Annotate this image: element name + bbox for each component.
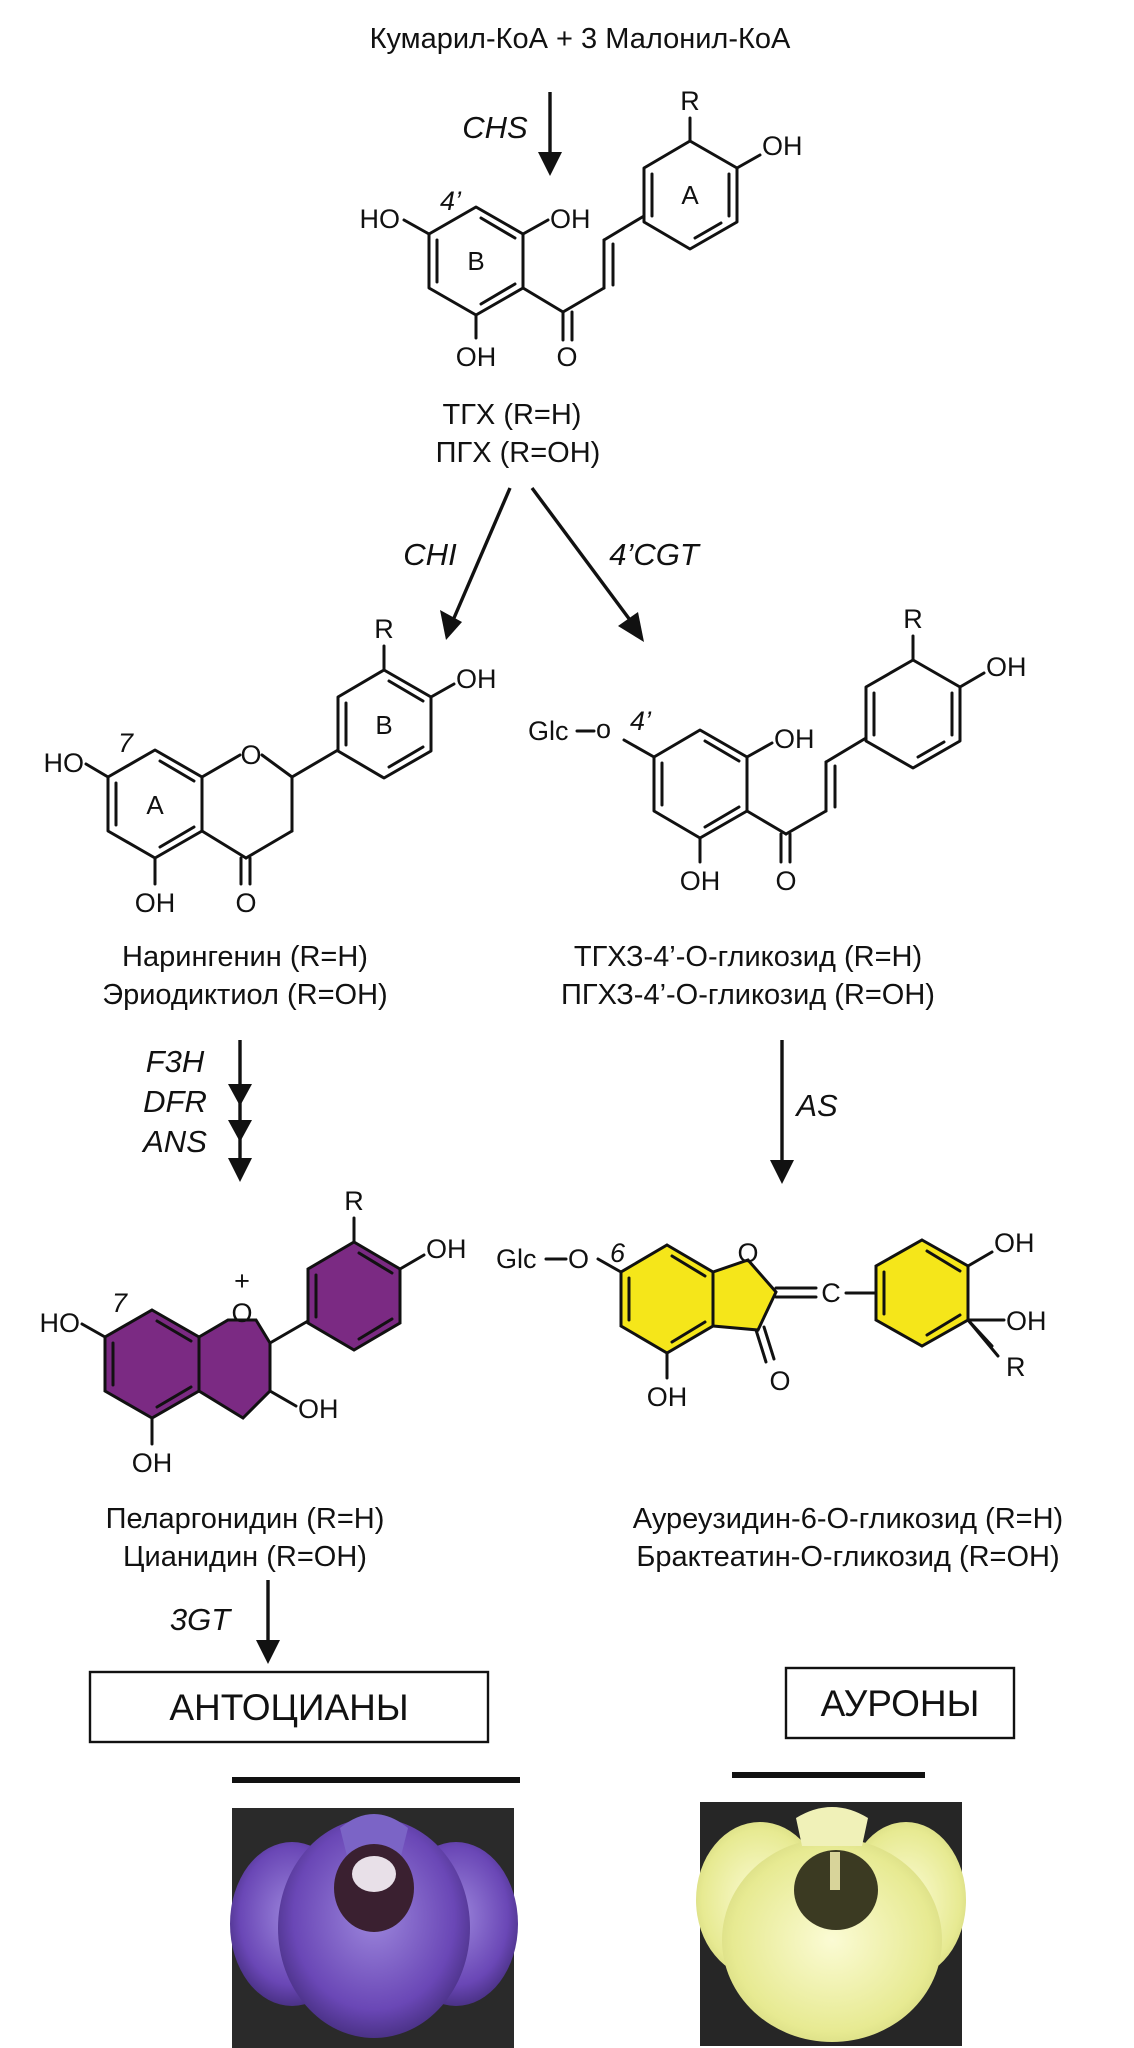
aurone-o-link-label: O [568, 1244, 589, 1274]
aurones-box-label: АУРОНЫ [821, 1683, 980, 1724]
glycoside-o-link-label: o [596, 714, 611, 744]
anthocyanidin-name-line1: Пеларгонидин (R=H) [106, 1503, 385, 1535]
anthocyanidin-oh-b-label: OH [426, 1234, 467, 1264]
aurone-position-label: 6 [610, 1238, 626, 1268]
aurone-oh-right-label: OH [1006, 1306, 1047, 1336]
aurone-keto-o-label: O [769, 1366, 790, 1396]
chalcone-oh-a-label: OH [762, 131, 803, 161]
chalcone-r-label: R [680, 86, 700, 116]
flavanone-position-label: 7 [118, 728, 134, 758]
enzyme-as-label: AS [794, 1088, 838, 1123]
enzyme-chs-label: CHS [462, 110, 528, 145]
glycoside-keto-o-label: O [775, 866, 796, 896]
arrow-4cgt [530, 486, 644, 642]
glycoside-oh-bottom-label: OH [680, 866, 721, 896]
anthocyanidin-position-label: 7 [112, 1288, 128, 1318]
chalcone-oh-bottom-label: OH [456, 342, 497, 372]
flavanone-name-line2: Эриодиктиол (R=OH) [102, 979, 387, 1011]
glycoside-oh-top-label: OH [774, 724, 815, 754]
anthocyanidin-ring-o-label: O [231, 1298, 252, 1328]
chalcone-name-line2: ПГХ (R=OH) [436, 437, 601, 469]
chalcone-ring-b-label: B [467, 246, 484, 276]
flavanone-r-label: R [374, 614, 394, 644]
aurone-structure [596, 1238, 1006, 1380]
anthocyanidin-plus-label: + [234, 1266, 250, 1296]
flavanone-ring-a-label: A [146, 790, 164, 820]
chalcone-position-label: 4’ [440, 186, 462, 216]
anthocyanidin-structure [80, 1216, 426, 1446]
glycoside-position-label: 4’ [630, 706, 652, 736]
enzyme-4cgt-label: 4’CGT [609, 537, 701, 572]
aurone-exo-c-label: C [821, 1278, 841, 1308]
yellow-flower-photo [696, 1802, 966, 2046]
glycoside-oh-b-label: OH [986, 652, 1027, 682]
anthocyanidin-r-label: R [344, 1186, 364, 1216]
chalcone-name-line1: ТГХ (R=H) [443, 399, 582, 431]
flavanone-structure [84, 644, 456, 886]
aurone-glc-label: Glc [496, 1244, 537, 1274]
arrow-f3h-dfr-ans [228, 1040, 252, 1182]
flavanone-keto-o-label: O [235, 888, 256, 918]
anthocyanidin-ho-label: HO [40, 1308, 81, 1338]
anthocyanidin-oh-c-label: OH [298, 1394, 339, 1424]
anthocyanidin-ring-a [103, 1308, 201, 1420]
glycoside-r-label: R [903, 604, 923, 634]
flavanone-ho-label: HO [44, 748, 85, 778]
aurone-r-label: R [1006, 1352, 1026, 1382]
aurone-name-line2: Брактеатин-О-гликозид (R=OH) [636, 1541, 1059, 1573]
glycoside-name-line2: ПГХЗ-4’-О-гликозид (R=OH) [561, 979, 935, 1011]
aurone-oh-bottom-label: OH [647, 1382, 688, 1412]
anthocyanidin-ring-c [197, 1318, 272, 1420]
glycoside-glc-label: Glc [528, 716, 569, 746]
chalcone-ho-label: HO [360, 204, 401, 234]
aurone-furanone-ring [711, 1258, 778, 1332]
flavanone-oh-b-label: OH [456, 664, 497, 694]
aurone-b-ring [874, 1238, 970, 1348]
enzyme-f3h-label: F3H [146, 1044, 205, 1079]
chalcone-keto-o-label: O [556, 342, 577, 372]
flavanone-oh-bottom-label: OH [135, 888, 176, 918]
chalcone-oh-top-label: OH [550, 204, 591, 234]
arrow-chi [440, 487, 512, 640]
enzyme-dfr-label: DFR [143, 1084, 207, 1119]
arrow-as [770, 1040, 794, 1184]
flavanone-ring-o-label: O [240, 740, 261, 770]
purple-flower-photo [230, 1808, 518, 2048]
anthocyanidin-name-line2: Цианидин (R=OH) [123, 1541, 367, 1573]
flavanone-ring-b-label: B [375, 710, 392, 740]
aurone-oh-top-label: OH [994, 1228, 1035, 1258]
arrow-chs [538, 92, 562, 176]
glycoside-name-line1: ТГХЗ-4’-О-гликозид (R=H) [574, 941, 922, 973]
anthocyanidin-ring-b [306, 1240, 402, 1352]
chalcone-glycoside-structure [622, 634, 986, 864]
flavanone-name-line1: Нарингенин (R=H) [122, 941, 368, 973]
aurones-box [784, 1666, 1016, 1740]
anthocyanidin-oh-bottom-label: OH [132, 1448, 173, 1478]
arrow-3gt [256, 1580, 280, 1664]
substrate-label: Кумарил-КоА + 3 Малонил-КоА [370, 23, 791, 55]
chalcone-structure [402, 116, 762, 342]
aurone-benzo-ring [619, 1243, 715, 1355]
enzyme-chi-label: CHI [403, 537, 457, 572]
aurone-name-line1: Ауреузидин-6-О-гликозид (R=H) [633, 1503, 1063, 1535]
aurone-ring-o-label: O [737, 1238, 758, 1268]
enzyme-ans-label: ANS [141, 1124, 207, 1159]
anthocyanins-box-label: АНТОЦИАНЫ [169, 1687, 408, 1728]
chalcone-ring-a-label: A [681, 180, 699, 210]
anthocyanins-box [88, 1670, 490, 1744]
enzyme-3gt-label: 3GT [170, 1602, 232, 1637]
